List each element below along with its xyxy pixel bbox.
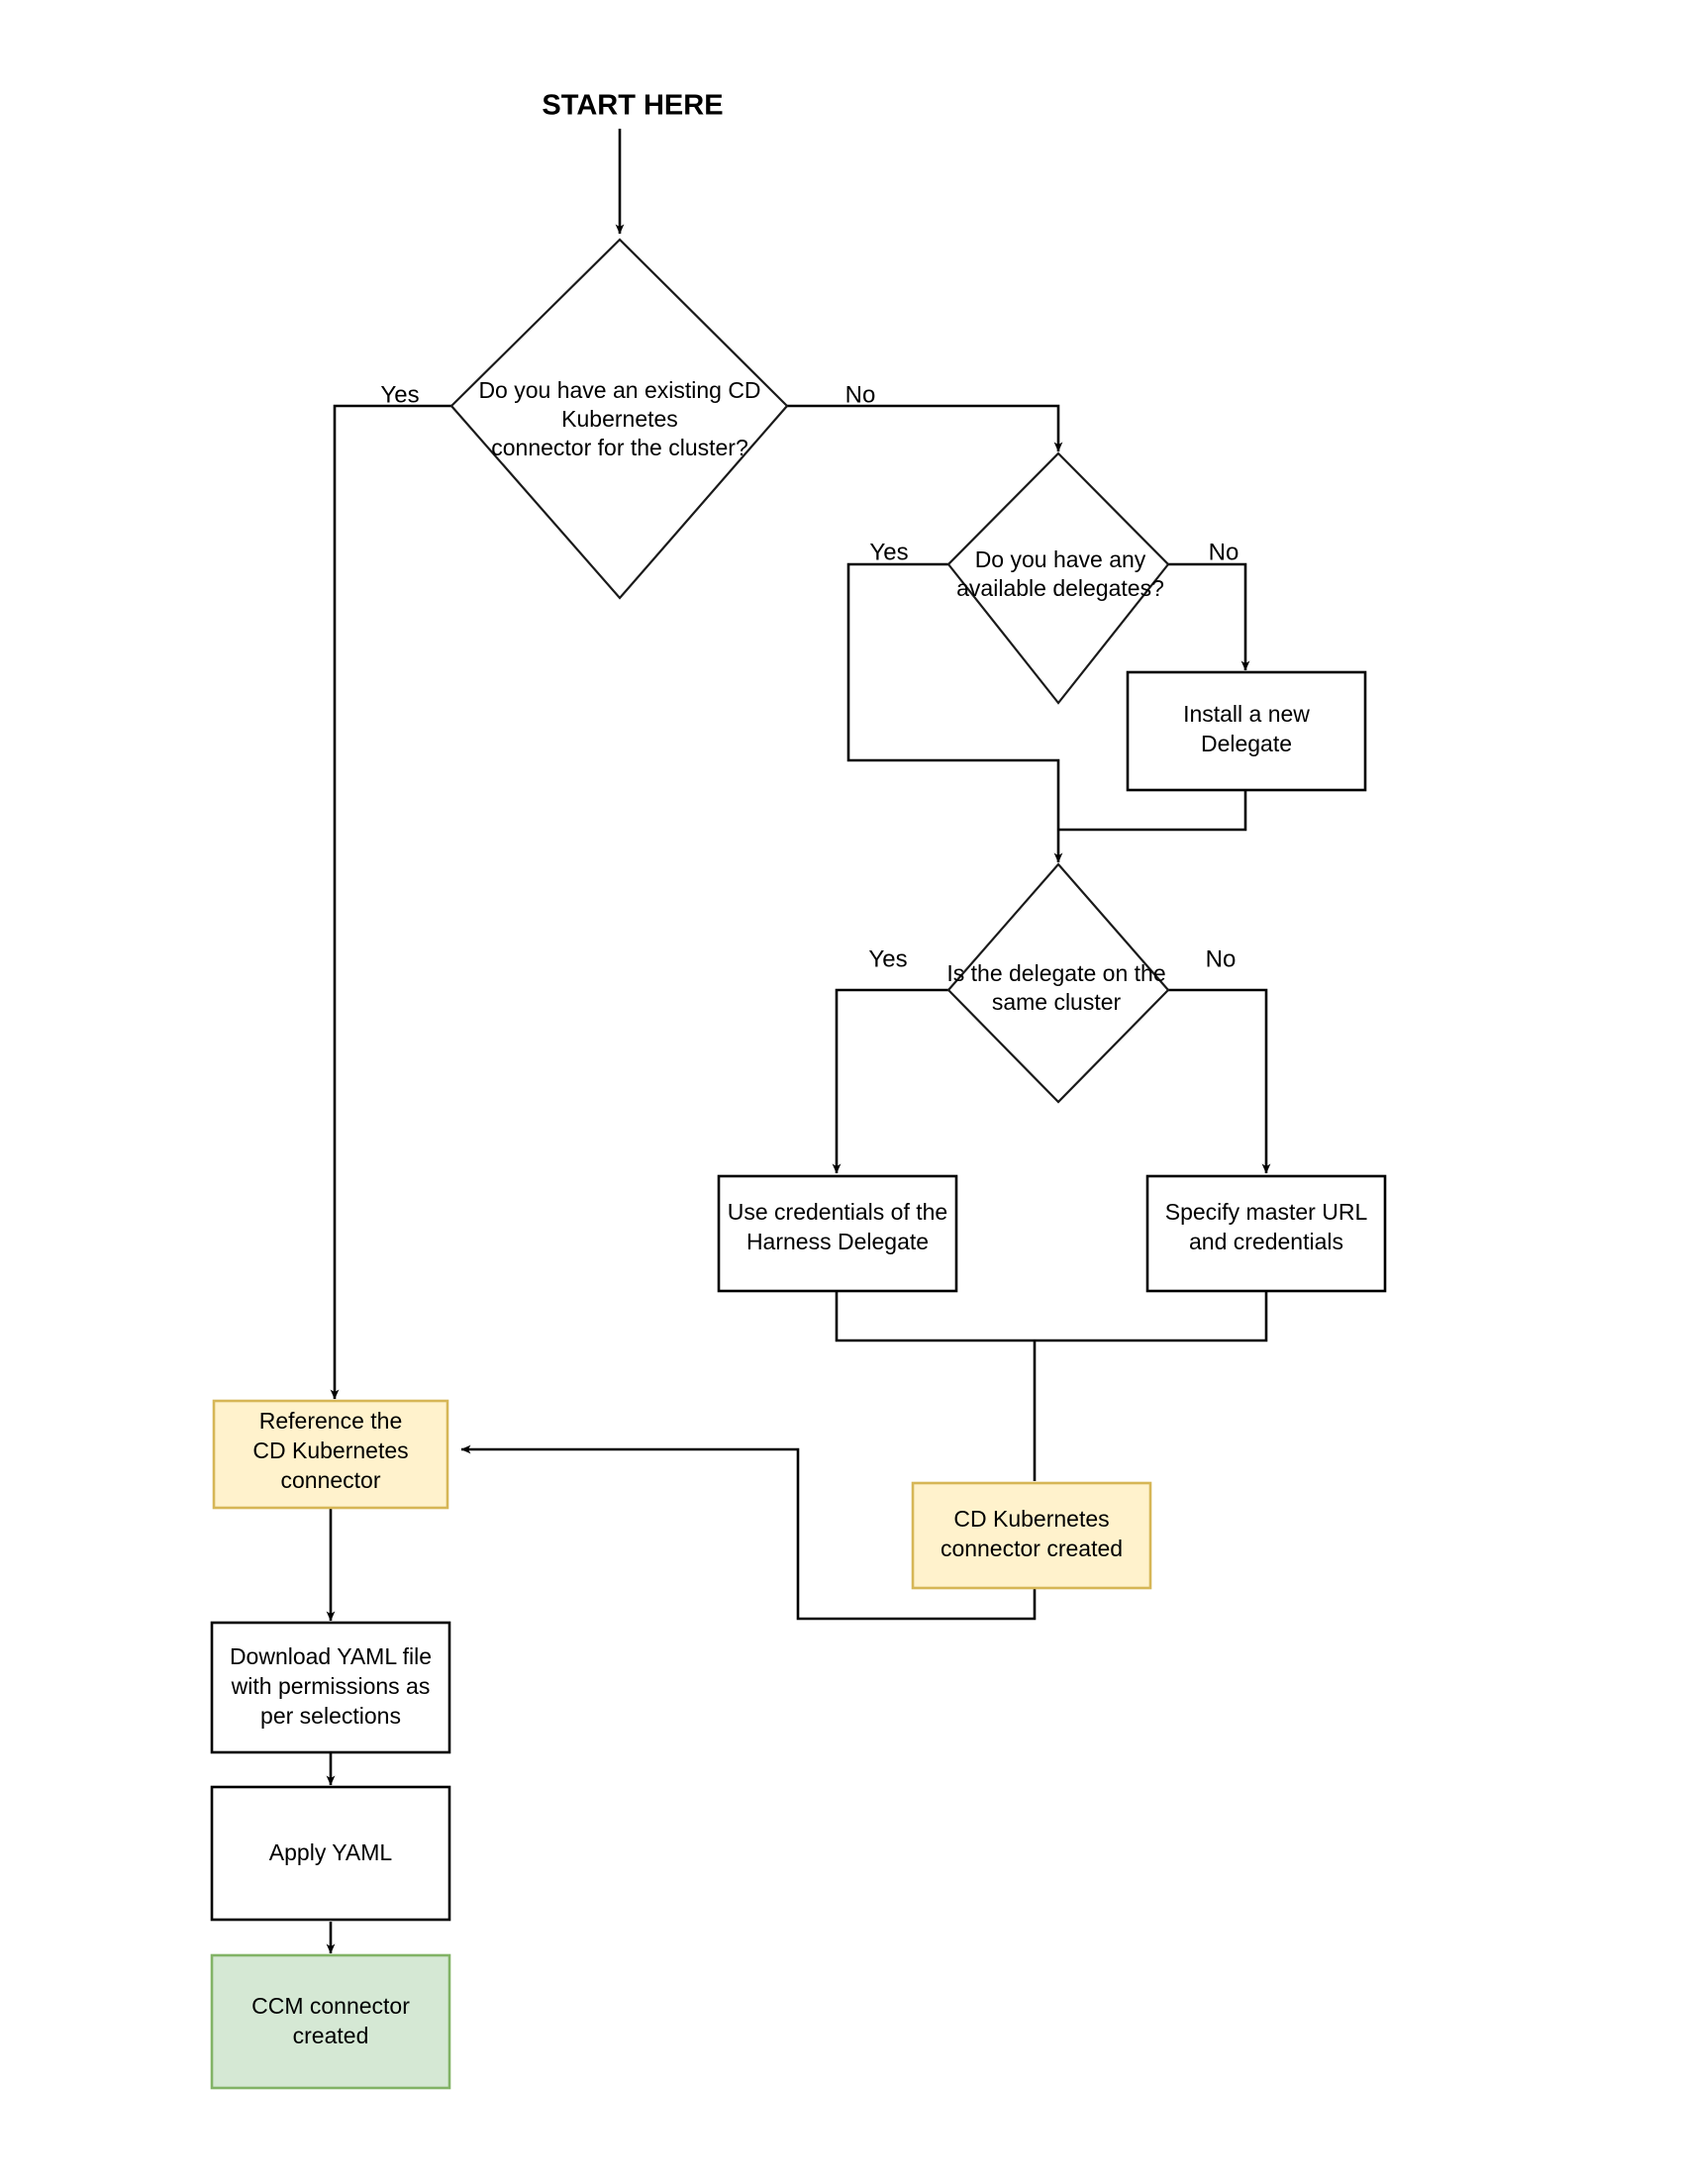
decision-1-line-2: Kubernetes <box>561 406 678 432</box>
node-ccm-connector-created[interactable]: CCM connector created <box>210 1953 451 2090</box>
edge-label-d1-yes: Yes <box>380 381 419 408</box>
apply-yaml-line-1: Apply YAML <box>269 1839 393 1865</box>
edge-specify-merge <box>1035 1290 1268 1342</box>
edge-label-d3-no: No <box>1206 945 1237 972</box>
decision-existing-cd-connector[interactable]: Do you have an existing CD Kubernetes co… <box>449 238 789 600</box>
install-delegate-line-1: Install a new <box>1183 701 1310 727</box>
edge-usecreds-merge <box>835 1290 1035 1342</box>
download-yaml-line-2: with permissions as <box>231 1673 431 1699</box>
decision-3-line-2: same cluster <box>992 989 1122 1015</box>
decision-1-line-1: Do you have an existing CD <box>478 377 760 403</box>
ccm-created-line-1: CCM connector <box>251 1993 410 2019</box>
reference-connector-line-3: connector <box>280 1467 380 1493</box>
node-apply-yaml[interactable]: Apply YAML <box>210 1785 451 1922</box>
node-install-new-delegate[interactable]: Install a new Delegate <box>1126 670 1367 792</box>
install-delegate-line-2: Delegate <box>1201 731 1292 756</box>
edge-label-d2-no: No <box>1209 539 1239 565</box>
download-yaml-line-1: Download YAML file <box>230 1643 432 1669</box>
download-yaml-line-3: per selections <box>260 1703 401 1729</box>
decision-2-line-1: Do you have any <box>975 546 1146 572</box>
cd-created-line-2: connector created <box>941 1536 1123 1561</box>
cd-created-line-1: CD Kubernetes <box>953 1506 1109 1532</box>
edge-d1-no-to-d2 <box>787 404 1063 452</box>
edge-cd-created-to-reference <box>460 1444 1037 1621</box>
specify-master-line-1: Specify master URL <box>1165 1199 1368 1225</box>
start-here-label: START HERE <box>542 90 723 122</box>
decision-1-line-3: connector for the cluster? <box>491 435 748 460</box>
edge-d3-no-to-specify <box>1168 988 1271 1174</box>
edge-d2-yes-to-d3 <box>846 562 1063 863</box>
use-creds-line-1: Use credentials of the <box>728 1199 947 1225</box>
edge-label-d3-yes: Yes <box>868 945 907 972</box>
node-cd-connector-created[interactable]: CD Kubernetes connector created <box>911 1481 1152 1590</box>
decision-available-delegates[interactable]: Do you have any available delegates? <box>946 451 1170 705</box>
edge-d3-yes-to-usecreds <box>832 988 948 1174</box>
reference-connector-line-2: CD Kubernetes <box>252 1438 408 1463</box>
edge-label-d2-yes: Yes <box>869 539 908 565</box>
node-download-yaml[interactable]: Download YAML file with permissions as p… <box>210 1621 451 1754</box>
node-specify-master-url[interactable]: Specify master URL and credentials <box>1145 1174 1387 1293</box>
specify-master-line-2: and credentials <box>1189 1229 1343 1254</box>
edge-d2-no-to-install <box>1168 562 1250 671</box>
edge-d1-yes-to-reference <box>330 404 451 1400</box>
node-use-harness-delegate-credentials[interactable]: Use credentials of the Harness Delegate <box>717 1174 958 1293</box>
decision-delegate-same-cluster[interactable]: Is the delegate on the same cluster <box>946 862 1170 1104</box>
decision-3-line-1: Is the delegate on the <box>946 960 1165 986</box>
reference-connector-line-1: Reference the <box>259 1408 402 1434</box>
edge-label-d1-no: No <box>845 381 876 408</box>
ccm-created-line-2: created <box>293 2023 369 2048</box>
edge-install-to-d3-join <box>1058 789 1247 832</box>
decision-2-line-2: available delegates? <box>956 575 1164 601</box>
use-creds-line-2: Harness Delegate <box>746 1229 929 1254</box>
node-reference-cd-connector[interactable]: Reference the CD Kubernetes connector <box>212 1399 449 1510</box>
